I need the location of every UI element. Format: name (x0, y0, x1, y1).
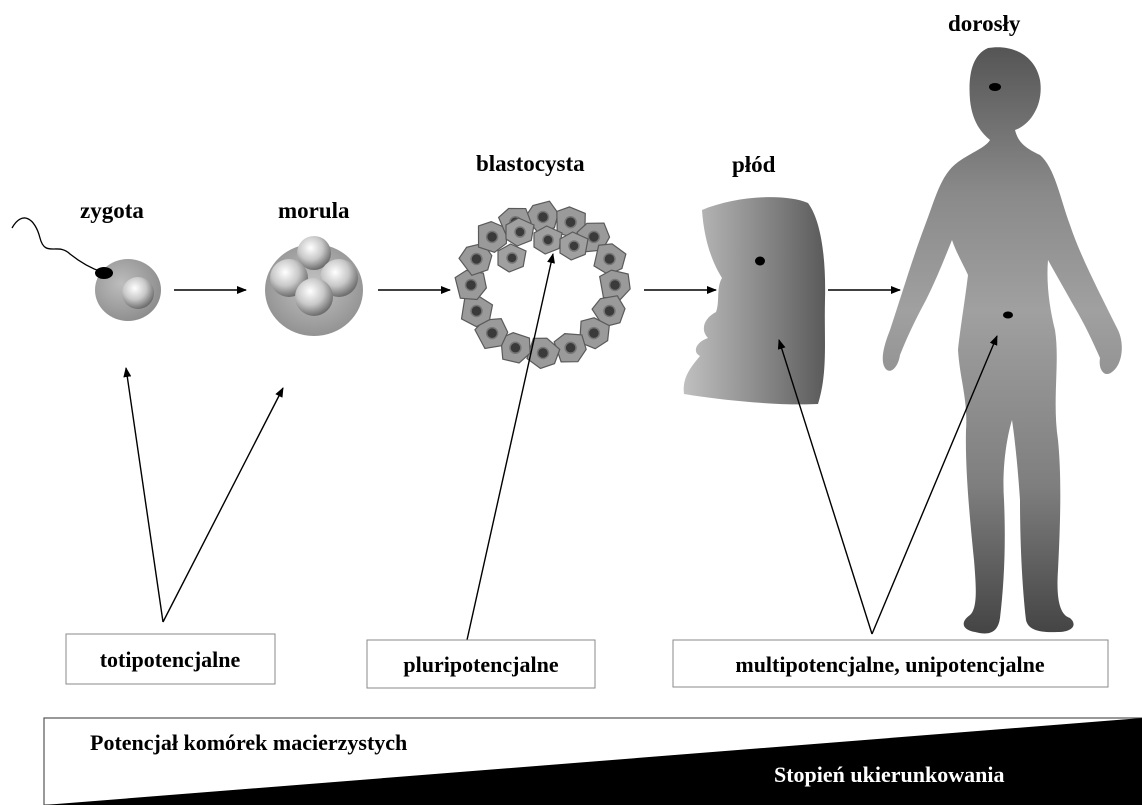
stage-label-morula: morula (278, 198, 350, 223)
inner-cell-mass-cell (498, 244, 526, 272)
blastocyst-cell-nucleus (604, 306, 615, 317)
inner-cell-mass-nucleus (543, 235, 553, 245)
blastocyst-illustration (455, 197, 631, 374)
inner-cell-mass-nucleus (569, 241, 579, 251)
pluripotent-box: pluripotencjalne (367, 640, 595, 688)
pointer-totipotent-to-morula (163, 388, 283, 622)
adult-illustration (883, 47, 1122, 633)
blastocyst-cell-nucleus (471, 254, 482, 265)
blastocyst-cell-nucleus (487, 231, 498, 242)
adult-silhouette (883, 47, 1122, 633)
morula-illustration (265, 236, 363, 336)
blastocyst-cell-nucleus (538, 212, 549, 223)
pluripotent-label: pluripotencjalne (403, 652, 558, 677)
zygote-illustration (12, 218, 161, 321)
potential-label: Potencjał komórek macierzystych (90, 730, 407, 755)
stage-label-blastocysta: blastocysta (476, 151, 585, 176)
pointer-multipotent-to-plod (779, 340, 872, 634)
pointer-totipotent-to-zygota (126, 368, 163, 622)
blastocyst-cell-nucleus (510, 342, 521, 353)
totipotent-box: totipotencjalne (66, 634, 275, 684)
pronucleus (122, 277, 154, 309)
blastocyst-cell-nucleus (565, 217, 576, 228)
inner-cell-mass-nucleus (515, 227, 525, 237)
blastocyst-cell-nucleus (604, 254, 615, 265)
multi-unipotent-label: multipotencjalne, unipotencjalne (735, 652, 1044, 677)
potency-commitment-bar: Potencjał komórek macierzystych Stopień … (44, 718, 1142, 805)
fetus-body (684, 197, 825, 404)
blastomere (295, 278, 333, 316)
inner-cell-mass-nucleus (507, 253, 517, 263)
blastocyst-cell-nucleus (487, 328, 498, 339)
stage-label-zygota: zygota (80, 198, 144, 223)
blastocyst-cell-nucleus (466, 280, 477, 291)
fetus-stem-cell-dot (755, 257, 765, 266)
blastocyst-cell-nucleus (610, 280, 621, 291)
adult-tissue-stem-cell-dot (1003, 312, 1013, 319)
fetus-illustration (684, 197, 825, 404)
multi-unipotent-box: multipotencjalne, unipotencjalne (673, 640, 1108, 687)
sperm-head (95, 267, 113, 279)
stage-label-dorosly: dorosły (948, 11, 1021, 36)
blastocyst-cell-nucleus (565, 342, 576, 353)
sperm-tail (12, 218, 102, 272)
adult-brain-stem-cell-dot (989, 83, 1001, 91)
commitment-label: Stopień ukierunkowania (774, 762, 1004, 787)
blastocyst-cell-nucleus (538, 348, 549, 359)
totipotent-label: totipotencjalne (100, 647, 241, 672)
blastocyst-cell-nucleus (471, 306, 482, 317)
stage-label-plod: płód (732, 152, 776, 177)
blastocyst-cell-nucleus (588, 328, 599, 339)
blastocyst-cell-nucleus (588, 231, 599, 242)
